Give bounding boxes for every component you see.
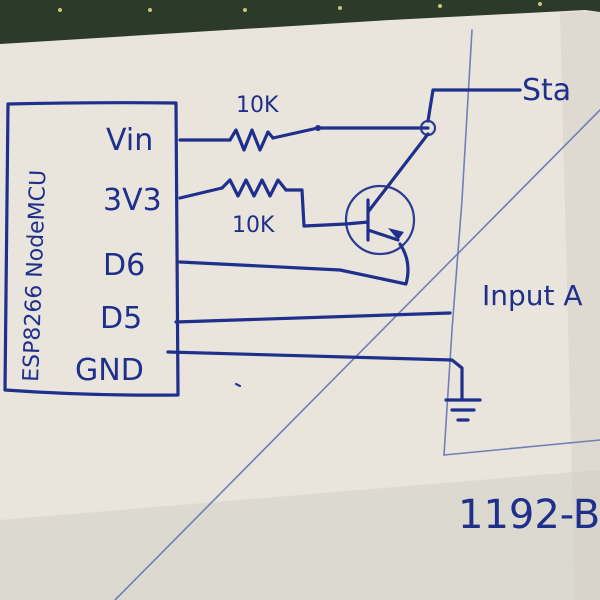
paper-sheet <box>0 10 600 600</box>
part-number: 1192-B <box>458 492 600 538</box>
start-label: Sta <box>522 73 571 108</box>
resistor-bottom-label: 10K <box>232 213 275 238</box>
pin-d6: D6 <box>103 248 145 283</box>
vertical-faint-line <box>443 29 473 456</box>
pin-vin: Vin <box>106 123 153 158</box>
d6-wire <box>178 242 410 286</box>
transistor-symbol <box>344 132 430 256</box>
module-box <box>3 101 180 397</box>
diagonal-line <box>114 109 600 600</box>
resistor-top <box>228 128 275 152</box>
paper-sheet-back <box>560 12 600 600</box>
3v3-wire <box>178 178 348 228</box>
gnd-wire <box>166 350 482 422</box>
resistor-top-label: 10K <box>236 93 279 118</box>
d5-wire <box>174 311 452 324</box>
pin-3v3: 3V3 <box>103 183 162 218</box>
input-label: Input A <box>482 279 583 312</box>
resistor-bottom <box>220 178 288 198</box>
vin-wire <box>178 125 430 152</box>
pin-gnd: GND <box>75 353 144 388</box>
pin-d5: D5 <box>100 301 142 336</box>
